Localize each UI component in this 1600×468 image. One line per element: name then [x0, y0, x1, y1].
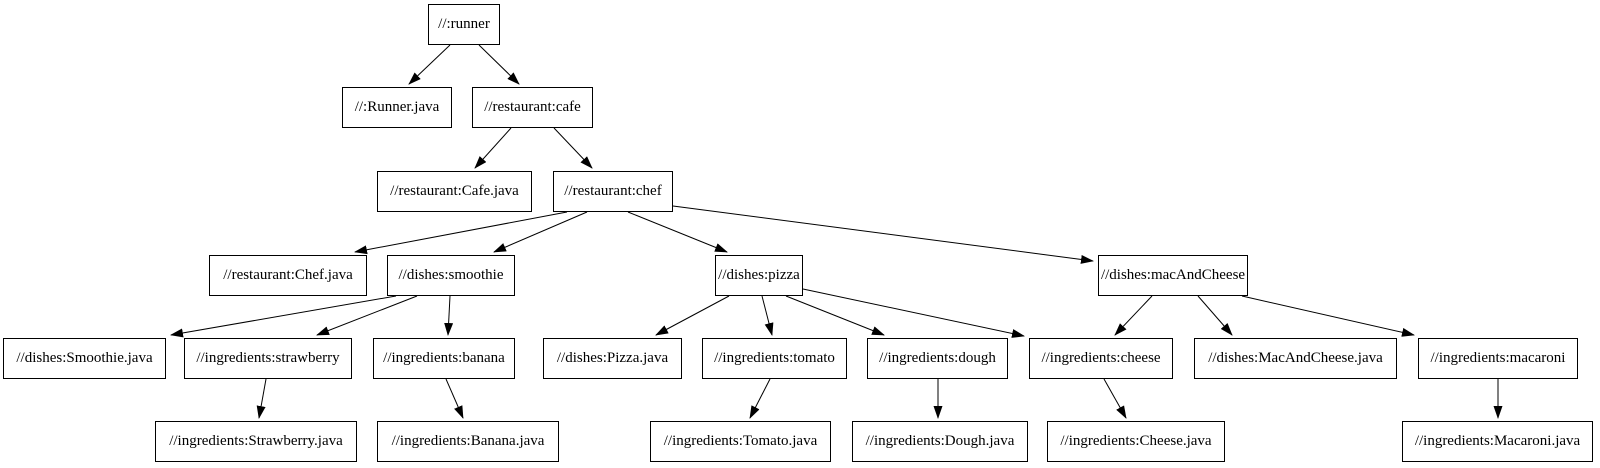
graph-node-label: //ingredients:Banana.java [391, 433, 545, 449]
edge-chef-to-chef-java [354, 211, 568, 255]
edge-chef-to-smoothie [493, 211, 588, 253]
edge-smoothie-to-strawberry [316, 295, 418, 336]
graph-node-runner-java: //:Runner.java [342, 87, 452, 128]
graph-node-label: //dishes:Pizza.java [556, 350, 669, 366]
graph-node-banana: //ingredients:banana [373, 338, 515, 379]
graph-node-macaroni: //ingredients:macaroni [1418, 338, 1578, 379]
graph-node-label: //ingredients:Dough.java [865, 433, 1015, 449]
edge-pizza-to-cheese [802, 288, 1025, 338]
graph-node-label: //restaurant:cafe [484, 99, 581, 115]
graph-node-chef: //restaurant:chef [553, 171, 673, 212]
graph-node-label: //dishes:MacAndCheese.java [1208, 350, 1383, 366]
edge-strawberry-to-strawberry-java [256, 378, 267, 419]
edge-runner-to-runner-java [408, 44, 451, 85]
edge-smoothie-to-banana [444, 295, 454, 336]
graph-node-label: //dishes:pizza [718, 267, 800, 283]
edge-cafe-to-chef [553, 127, 593, 169]
graph-node-label: //ingredients:Cheese.java [1060, 433, 1212, 449]
graph-node-cafe-java: //restaurant:Cafe.java [377, 171, 532, 212]
graph-node-label: //ingredients:Macaroni.java [1414, 433, 1581, 449]
edge-chef-to-pizza [627, 211, 728, 253]
edge-mac-and-cheese-to-macaroni [1241, 295, 1415, 337]
graph-node-strawberry: //ingredients:strawberry [184, 338, 352, 379]
edge-smoothie-to-smoothie-java [170, 295, 397, 338]
graph-node-tomato-java: //ingredients:Tomato.java [650, 421, 831, 462]
graph-node-mac-and-cheese: //dishes:macAndCheese [1098, 255, 1248, 296]
edge-cafe-to-cafe-java [474, 127, 512, 169]
graph-node-cheese: //ingredients:cheese [1029, 338, 1173, 379]
graph-node-label: //:runner [438, 16, 490, 32]
graph-node-macaroni-java: //ingredients:Macaroni.java [1402, 421, 1593, 462]
edge-tomato-to-tomato-java [749, 378, 771, 419]
graph-node-label: //restaurant:Cafe.java [390, 183, 519, 199]
graph-node-runner: //:runner [428, 4, 500, 45]
graph-node-mac-and-cheese-java: //dishes:MacAndCheese.java [1194, 338, 1397, 379]
graph-node-dough-java: //ingredients:Dough.java [852, 421, 1028, 462]
edge-banana-to-banana-java [445, 378, 464, 419]
graph-node-cafe: //restaurant:cafe [472, 87, 593, 128]
graph-node-label: //dishes:Smoothie.java [16, 350, 153, 366]
graph-node-dough: //ingredients:dough [867, 338, 1008, 379]
graph-node-label: //ingredients:banana [383, 350, 505, 366]
graph-node-label: //ingredients:cheese [1041, 350, 1161, 366]
edge-mac-and-cheese-to-cheese [1114, 295, 1153, 336]
graph-node-label: //dishes:smoothie [398, 267, 504, 283]
graph-node-smoothie: //dishes:smoothie [387, 255, 515, 296]
graph-node-label: //ingredients:macaroni [1430, 350, 1566, 366]
graph-node-banana-java: //ingredients:Banana.java [377, 421, 559, 462]
edge-chef-to-mac-and-cheese [672, 205, 1094, 264]
graph-node-smoothie-java: //dishes:Smoothie.java [3, 338, 166, 379]
graph-node-label: //ingredients:dough [879, 350, 996, 366]
graph-node-label: //ingredients:Strawberry.java [169, 433, 343, 449]
graph-node-label: //dishes:macAndCheese [1100, 267, 1246, 283]
graph-node-label: //ingredients:strawberry [196, 350, 340, 366]
edge-pizza-to-dough [785, 295, 885, 336]
edge-pizza-to-tomato [761, 295, 774, 336]
graph-node-label: //restaurant:Chef.java [223, 267, 353, 283]
edge-cheese-to-cheese-java [1103, 378, 1127, 419]
graph-node-strawberry-java: //ingredients:Strawberry.java [155, 421, 357, 462]
graph-node-pizza: //dishes:pizza [715, 255, 803, 296]
edge-mac-and-cheese-to-mac-and-cheese-java [1197, 295, 1233, 336]
graph-node-label: //ingredients:Tomato.java [663, 433, 818, 449]
edge-pizza-to-pizza-java [655, 295, 730, 336]
graph-node-tomato: //ingredients:tomato [702, 338, 847, 379]
graph-node-label: //:Runner.java [354, 99, 440, 115]
graph-node-label: //ingredients:tomato [714, 350, 835, 366]
graph-node-chef-java: //restaurant:Chef.java [209, 255, 367, 296]
graph-node-label: //restaurant:chef [564, 183, 662, 199]
edge-runner-to-cafe [478, 44, 520, 85]
graph-node-pizza-java: //dishes:Pizza.java [543, 338, 682, 379]
graph-node-cheese-java: //ingredients:Cheese.java [1047, 421, 1225, 462]
